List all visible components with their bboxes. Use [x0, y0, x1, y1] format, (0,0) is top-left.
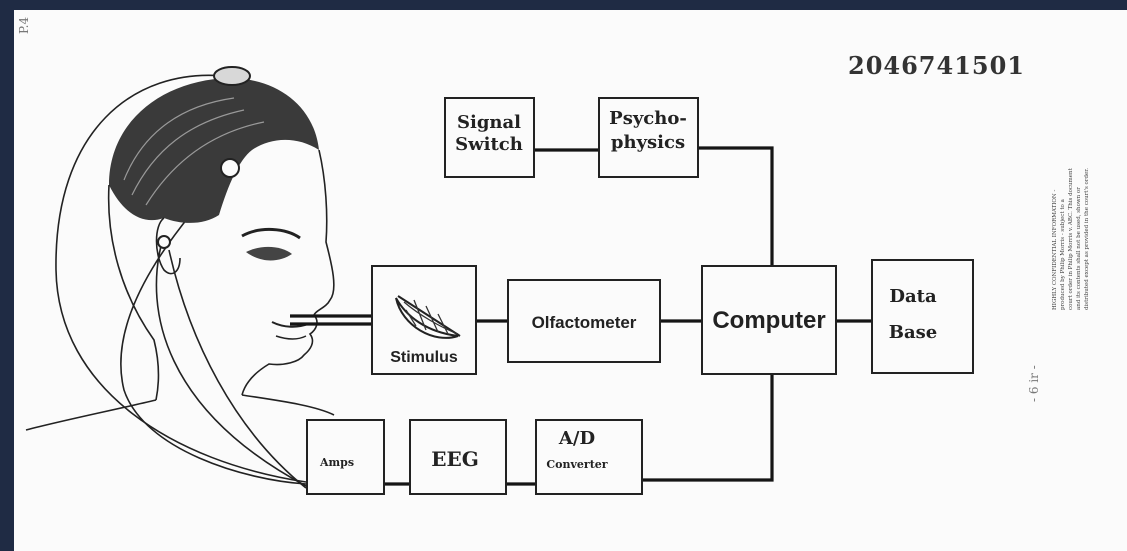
- confidentiality-notice: HIGHLY CONFIDENTIAL INFORMATION - produc…: [1052, 167, 1090, 310]
- box-signal-switch: Signal Switch: [444, 97, 535, 178]
- line-computer-ad-converter: [642, 374, 774, 482]
- eye: [246, 246, 292, 261]
- notice-line-3: court order in Philip Morris v. ABC. Thi…: [1068, 167, 1074, 310]
- electrode-scalp: [220, 158, 240, 178]
- ad-converter-label-2: Converter: [546, 458, 607, 471]
- box-stimulus: Stimulus: [371, 265, 477, 375]
- box-eeg: EEG: [409, 419, 507, 495]
- neck-front: [241, 394, 335, 416]
- eyebrow: [241, 228, 301, 240]
- notice-line-5: distributed except as provided in the co…: [1084, 168, 1090, 310]
- line-psychophysics-computer: [698, 146, 774, 266]
- electrode-lead-1: [55, 74, 307, 483]
- notice-line-1: HIGHLY CONFIDENTIAL INFORMATION -: [1052, 190, 1058, 310]
- psychophysics-label-2: physics: [611, 132, 685, 153]
- electrode-top: [213, 66, 251, 86]
- person-head-illustration: [25, 66, 335, 489]
- electrode-lead-3: [155, 241, 307, 487]
- notice-line-2: produced by Philip Morris - subject to a: [1060, 198, 1066, 310]
- box-amps: Amps: [306, 419, 385, 495]
- neck-back: [107, 184, 160, 401]
- document-page: P.4 2046741501 HIGHLY CONFIDENTIAL INFOR…: [14, 10, 1127, 551]
- electrode-lead-2: [120, 169, 307, 485]
- box-olfactometer: Olfactometer: [507, 279, 661, 363]
- face-profile: [241, 149, 335, 396]
- electrode-ear: [157, 235, 171, 249]
- signal-switch-label-1: Signal: [457, 112, 521, 133]
- box-data-base: Data Base: [871, 259, 974, 374]
- signal-switch-label-2: Switch: [455, 134, 523, 155]
- psychophysics-label-1: Psycho-: [609, 108, 687, 129]
- box-psychophysics: Psycho- physics: [598, 97, 699, 178]
- connector-lines: [290, 146, 872, 486]
- margin-mark-right: - 6 ir -: [1027, 365, 1041, 402]
- ear: [155, 217, 181, 275]
- margin-mark-top-left: P.4: [17, 17, 31, 34]
- data-base-label-1: Data: [889, 286, 937, 307]
- data-base-label-2: Base: [889, 322, 937, 343]
- amps-label: Amps: [319, 456, 354, 469]
- olfactometer-label: Olfactometer: [532, 313, 637, 332]
- electrode-lead-4: [168, 249, 307, 489]
- ad-converter-label-1: A/D: [558, 428, 595, 449]
- eeg-olfactometry-block-diagram: P.4 2046741501 HIGHLY CONFIDENTIAL INFOR…: [17, 17, 1090, 495]
- stimulus-label: Stimulus: [390, 349, 458, 366]
- shoulder: [25, 399, 157, 431]
- notice-line-4: and its contents shall not be used, show…: [1076, 187, 1082, 310]
- hair: [109, 78, 319, 223]
- computer-label: Computer: [712, 307, 825, 334]
- box-computer: Computer: [701, 265, 837, 375]
- orange-slice-icon: [395, 295, 461, 339]
- box-ad-converter: A/D Converter: [535, 419, 643, 495]
- document-id-number: 2046741501: [848, 51, 1025, 80]
- eeg-label: EEG: [431, 447, 479, 471]
